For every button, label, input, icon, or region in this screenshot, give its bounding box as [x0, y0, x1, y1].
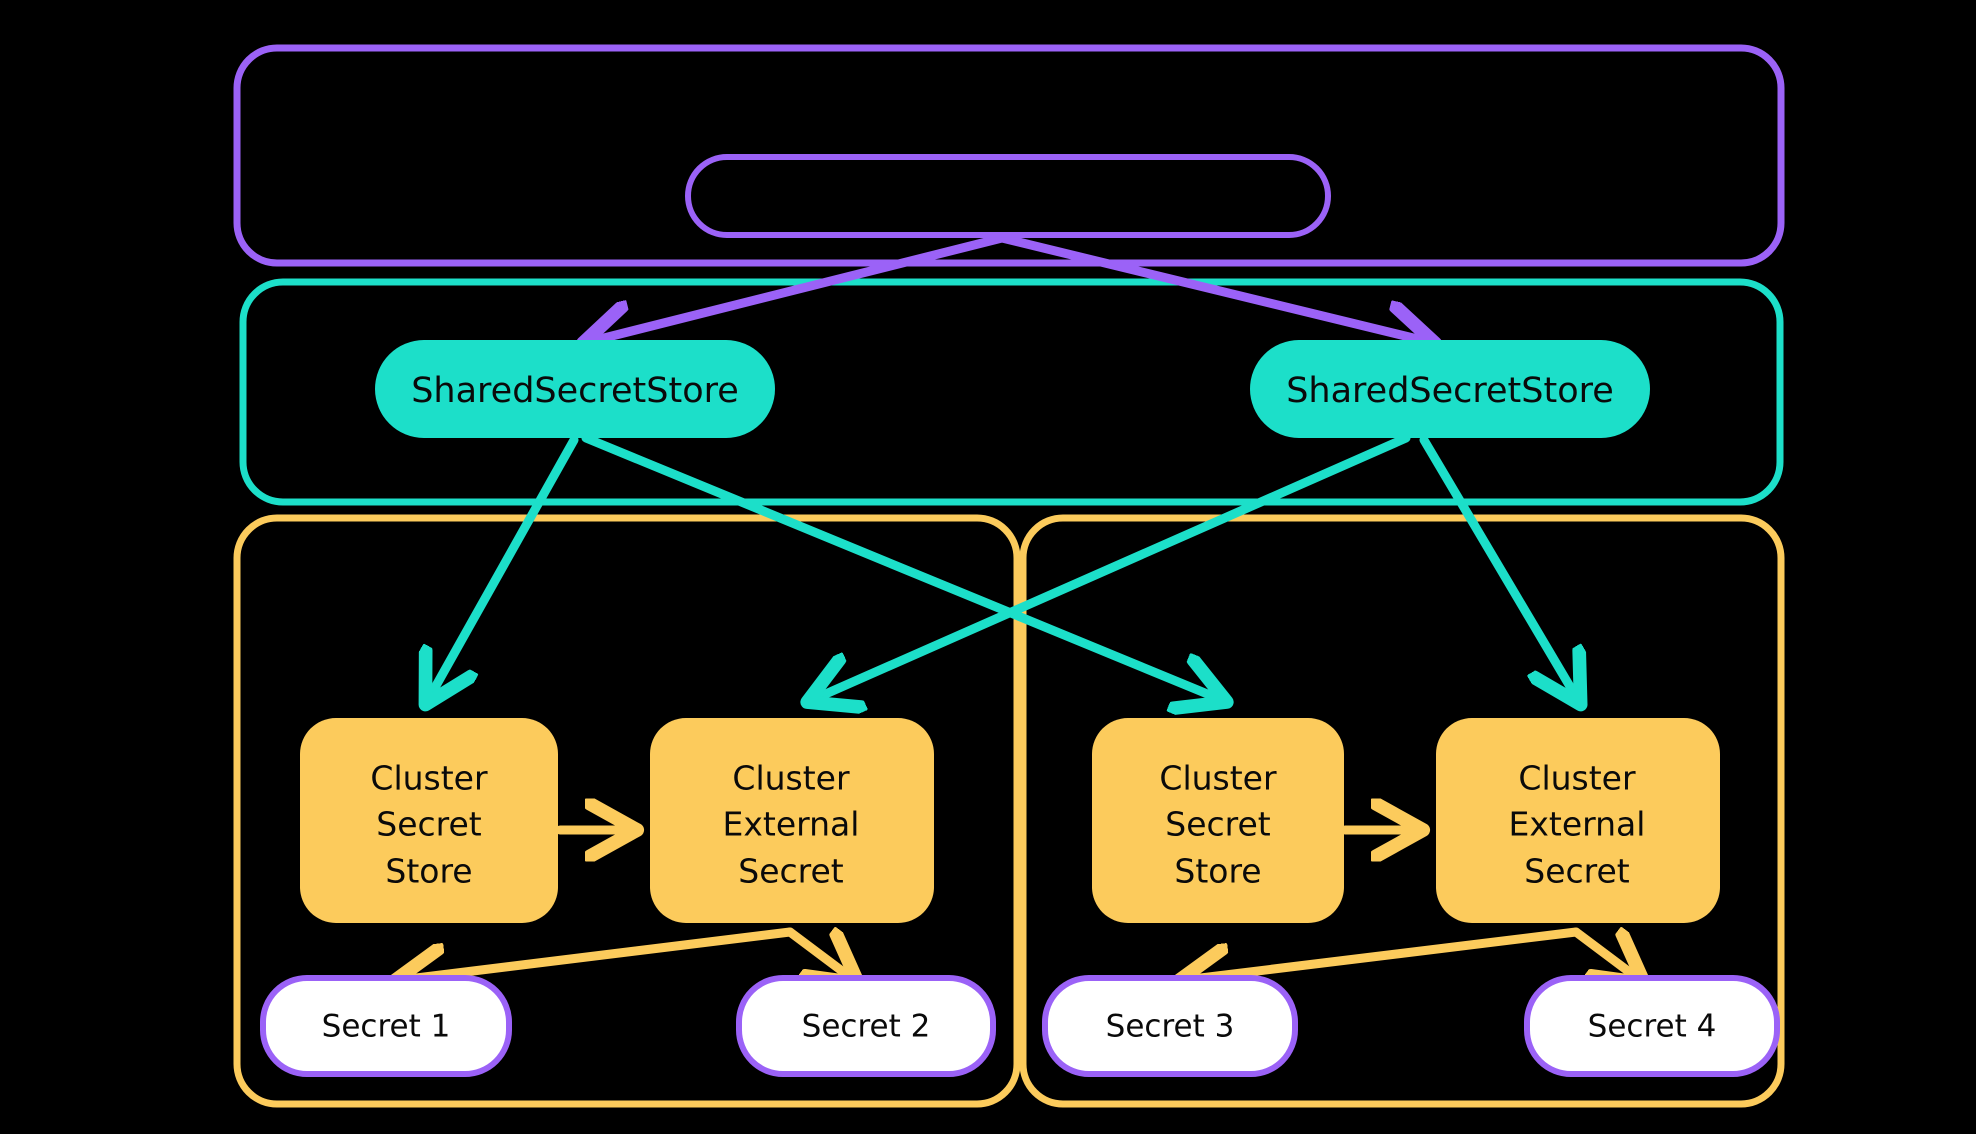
cluster-right-container[interactable] [1019, 514, 1785, 1108]
edge-cluster-external-secret-left-to-secret-1 [400, 927, 795, 980]
secret-3-label: Secret 3 [1106, 1009, 1235, 1045]
cluster-secret-store-right-line-1: Cluster [1159, 759, 1277, 798]
cluster-external-secret-right-line-1: Cluster [1518, 759, 1636, 798]
cluster-external-secret-right-line-2: External [1509, 805, 1646, 844]
cluster-external-secret-left[interactable]: Cluster External Secret [650, 718, 934, 923]
cluster-secret-store-left-line-3: Store [385, 852, 472, 891]
edge-cluster-external-secret-right-to-secret-3 [1184, 927, 1581, 980]
cluster-external-secret-left-line-3: Secret [738, 852, 844, 891]
cluster-secret-store-left-line-2: Secret [376, 805, 482, 844]
cluster-secret-store-left[interactable]: Cluster Secret Store [300, 718, 558, 923]
edge-shared-left-to-cluster-secret-store-right [581, 433, 1222, 700]
edge-cluster-external-secret-left-to-secret-2 [785, 932, 854, 980]
cluster-external-secret-right-line-3: Secret [1524, 852, 1630, 891]
secret-4-label: Secret 4 [1588, 1009, 1717, 1045]
edge-cluster-external-secret-right-to-secret-4 [1571, 932, 1640, 980]
secret-1-node[interactable]: Secret 1 [260, 975, 512, 1077]
shared-secret-store-right-label: SharedSecretStore [1286, 371, 1614, 411]
edge-operator-to-shared-store-left [588, 233, 1007, 342]
cluster-secret-store-right-line-2: Secret [1165, 805, 1271, 844]
cluster-external-secret-left-line-1: Cluster [732, 759, 850, 798]
shared-secret-store-left-label: SharedSecretStore [411, 371, 739, 411]
secret-2-node[interactable]: Secret 2 [736, 975, 996, 1077]
shared-scope-container[interactable] [239, 278, 1784, 506]
cluster-external-secret-right[interactable]: Cluster External Secret [1436, 718, 1720, 923]
secret-3-node[interactable]: Secret 3 [1042, 975, 1298, 1077]
operator-node[interactable] [685, 154, 1331, 238]
shared-secret-store-left[interactable]: SharedSecretStore [375, 340, 775, 438]
cluster-secret-store-left-line-1: Cluster [370, 759, 488, 798]
edge-shared-right-to-cluster-external-secret-right [1419, 435, 1578, 700]
secret-4-node[interactable]: Secret 4 [1524, 975, 1780, 1077]
edge-shared-left-to-cluster-secret-store-left [428, 435, 579, 700]
cluster-secret-store-right-line-3: Store [1174, 852, 1261, 891]
edge-operator-to-shared-store-right [997, 233, 1430, 342]
shared-secret-store-right[interactable]: SharedSecretStore [1250, 340, 1650, 438]
operator-scope-container[interactable] [233, 44, 1785, 267]
cluster-left-container[interactable] [233, 514, 1021, 1108]
secret-2-label: Secret 2 [802, 1009, 931, 1045]
edge-shared-right-to-cluster-external-secret-left [812, 433, 1411, 700]
cluster-external-secret-left-line-2: External [723, 805, 860, 844]
secret-1-label: Secret 1 [322, 1009, 451, 1045]
cluster-secret-store-right[interactable]: Cluster Secret Store [1092, 718, 1344, 923]
